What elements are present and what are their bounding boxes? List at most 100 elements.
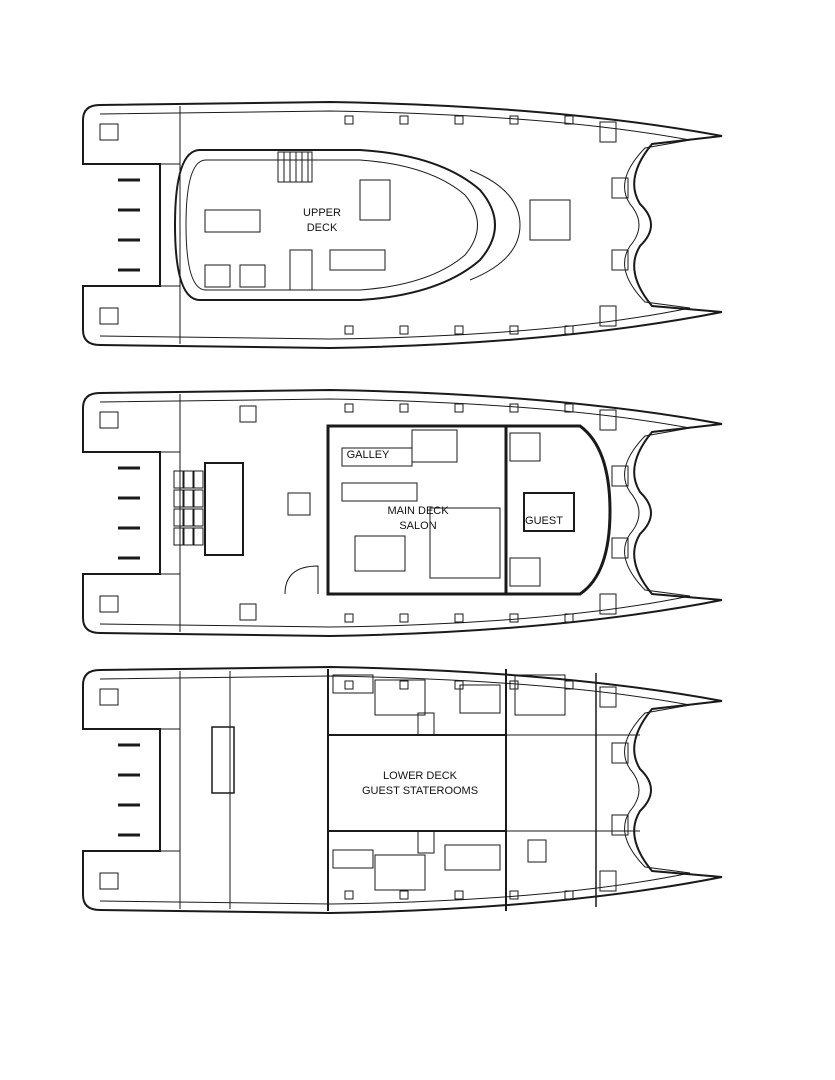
deck-fitting bbox=[564, 325, 574, 335]
flybridge-inner bbox=[185, 159, 478, 291]
bow-hatch bbox=[611, 465, 629, 487]
bridge-deck-void bbox=[327, 734, 507, 832]
deck-edge-line bbox=[99, 675, 691, 905]
galley-island bbox=[341, 482, 418, 502]
stern-hatch bbox=[99, 411, 119, 429]
upper-deck-plan bbox=[82, 100, 723, 350]
deck-fitting bbox=[454, 403, 464, 413]
deck-fitting bbox=[454, 890, 464, 900]
upper-deck-label-line2: DECK bbox=[307, 222, 338, 234]
cockpit-seat bbox=[173, 489, 184, 508]
hull-outline bbox=[82, 665, 723, 915]
hull-stair bbox=[527, 839, 547, 863]
helm-table bbox=[359, 179, 391, 221]
settee bbox=[329, 249, 386, 271]
deck-fitting bbox=[509, 115, 519, 125]
bow-hatch bbox=[611, 537, 629, 559]
deck-locker bbox=[239, 405, 257, 423]
cockpit-seat bbox=[173, 508, 184, 527]
deck-fitting bbox=[344, 403, 354, 413]
main-deck-label-line2: SALON bbox=[399, 520, 436, 532]
companionway-stair bbox=[509, 432, 541, 462]
lower-deck-label-line1: LOWER DECK bbox=[383, 770, 458, 782]
bow-hatch bbox=[599, 593, 617, 615]
berth bbox=[332, 849, 374, 869]
deck-fitting bbox=[399, 115, 409, 125]
galley-label: GALLEY bbox=[347, 449, 390, 461]
forward-cabin bbox=[514, 674, 566, 716]
cockpit-seat bbox=[193, 470, 204, 489]
stern-hatch bbox=[99, 307, 119, 325]
chair bbox=[239, 264, 266, 288]
head bbox=[374, 679, 426, 716]
deck-fitting bbox=[399, 403, 409, 413]
deck-fitting bbox=[399, 890, 409, 900]
cockpit-seat bbox=[173, 527, 184, 546]
head bbox=[374, 854, 426, 891]
sofa bbox=[204, 209, 261, 233]
stern-hatch bbox=[99, 595, 119, 613]
cockpit-table bbox=[204, 462, 244, 556]
deck-fitting bbox=[454, 613, 464, 623]
deck-fitting bbox=[344, 680, 354, 690]
deck-fitting bbox=[454, 115, 464, 125]
lower-deck-plan bbox=[82, 665, 723, 915]
cockpit-seat bbox=[183, 508, 194, 527]
cockpit-table-below bbox=[211, 726, 235, 794]
windshield-line bbox=[469, 169, 521, 281]
stern-hatch bbox=[99, 688, 119, 706]
berth bbox=[332, 674, 374, 694]
bow-hatch bbox=[611, 742, 629, 764]
door-swing bbox=[284, 565, 319, 595]
cockpit-seat bbox=[193, 527, 204, 546]
bow-hatch bbox=[599, 305, 617, 327]
guest-label: GUEST bbox=[525, 515, 563, 527]
deck-fitting bbox=[509, 613, 519, 623]
deck-fitting bbox=[344, 890, 354, 900]
berth bbox=[444, 844, 501, 871]
stern-hatch bbox=[99, 872, 119, 890]
deck-fitting bbox=[399, 325, 409, 335]
deck-fitting bbox=[344, 325, 354, 335]
chair bbox=[204, 264, 231, 288]
hull-outline bbox=[82, 100, 723, 350]
companionway-stair bbox=[509, 557, 541, 587]
deck-fitting bbox=[454, 325, 464, 335]
deck-fitting bbox=[509, 680, 519, 690]
flybridge-outline bbox=[173, 149, 496, 301]
main-deck-plan bbox=[82, 388, 723, 638]
deck-edge-line bbox=[99, 110, 691, 340]
hull-outline bbox=[82, 388, 723, 638]
stair bbox=[277, 151, 313, 183]
bow-hatch bbox=[599, 409, 617, 431]
deck-fitting bbox=[399, 680, 409, 690]
deck-fitting bbox=[509, 325, 519, 335]
foredeck-hatch bbox=[529, 199, 571, 241]
deck-fitting bbox=[399, 613, 409, 623]
bow-hatch bbox=[599, 870, 617, 892]
bow-hatch bbox=[611, 814, 629, 836]
cockpit-seat bbox=[183, 470, 194, 489]
cockpit-seat bbox=[183, 489, 194, 508]
deck-hatch bbox=[287, 492, 311, 516]
dining-table bbox=[354, 535, 406, 572]
deck-fitting bbox=[564, 403, 574, 413]
upper-deck-label-line1: UPPER bbox=[303, 207, 341, 219]
deck-edge-line bbox=[99, 398, 691, 628]
bow-hatch bbox=[611, 177, 629, 199]
guest-cabin-walls bbox=[504, 424, 612, 596]
deck-fitting bbox=[344, 115, 354, 125]
bow-hatch bbox=[599, 121, 617, 143]
deck-fitting bbox=[509, 890, 519, 900]
stern-hatch bbox=[99, 123, 119, 141]
deck-fitting bbox=[509, 403, 519, 413]
galley-fridge bbox=[411, 429, 458, 463]
cockpit-seat bbox=[193, 489, 204, 508]
bow-hatch bbox=[611, 249, 629, 271]
lower-deck-label-line2: GUEST STATEROOMS bbox=[362, 785, 478, 797]
berth bbox=[459, 684, 501, 714]
hull-stair bbox=[417, 712, 435, 736]
main-deck-label-line1: MAIN DECK bbox=[387, 505, 449, 517]
deck-fitting bbox=[564, 890, 574, 900]
